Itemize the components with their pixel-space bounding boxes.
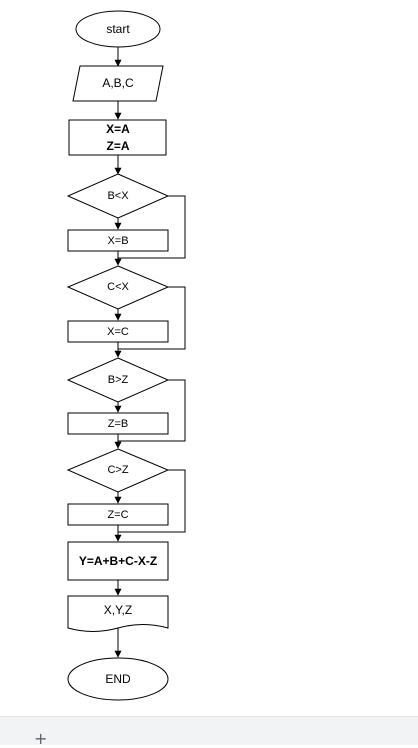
init-label-line2: Z=A <box>106 139 129 153</box>
decision-diamond-4 <box>66 448 170 493</box>
end-label: END <box>105 672 131 686</box>
condition-label-3: B>Z <box>108 374 129 386</box>
init-label-line1: X=A <box>106 122 130 136</box>
assign-label-2: X=C <box>107 326 129 338</box>
assign-box-1 <box>67 229 169 252</box>
end-terminal <box>67 657 169 701</box>
assign-box-2 <box>67 320 169 343</box>
condition-label-1: B<X <box>107 190 129 202</box>
output-label: X,Y,Z <box>104 603 132 617</box>
bypass-connector <box>118 195 186 259</box>
decision-diamond-2 <box>66 265 170 310</box>
condition-label-2: C<X <box>107 281 129 293</box>
assign-box-3 <box>67 412 169 435</box>
plus-icon[interactable]: + <box>34 729 48 748</box>
assign-label-3: Z=B <box>108 418 128 430</box>
decision-diamond-1 <box>66 173 170 219</box>
start-label: start <box>106 22 130 36</box>
assign-label-4: Z=C <box>107 509 128 521</box>
start-terminal <box>75 10 161 48</box>
compute-label: Y=A+B+C-X-Z <box>79 554 157 568</box>
bypass-connector <box>118 379 186 442</box>
bypass-connector <box>118 286 186 350</box>
bypass-connector <box>118 469 186 533</box>
decision-diamond-3 <box>66 357 170 403</box>
bottom-toolbar: + <box>0 716 418 748</box>
condition-label-4: C>Z <box>107 464 128 476</box>
output-document-shape <box>67 595 169 632</box>
init-process-box <box>68 119 167 156</box>
flowchart-canvas: start A,B,C X=A Z=A B<X X=B C<X X=C B>Z … <box>66 10 186 701</box>
assign-box-4 <box>67 503 169 526</box>
assign-label-1: X=B <box>107 235 128 247</box>
input-parallelogram <box>72 65 164 102</box>
input-label: A,B,C <box>102 76 134 90</box>
compute-process-box <box>67 541 169 581</box>
